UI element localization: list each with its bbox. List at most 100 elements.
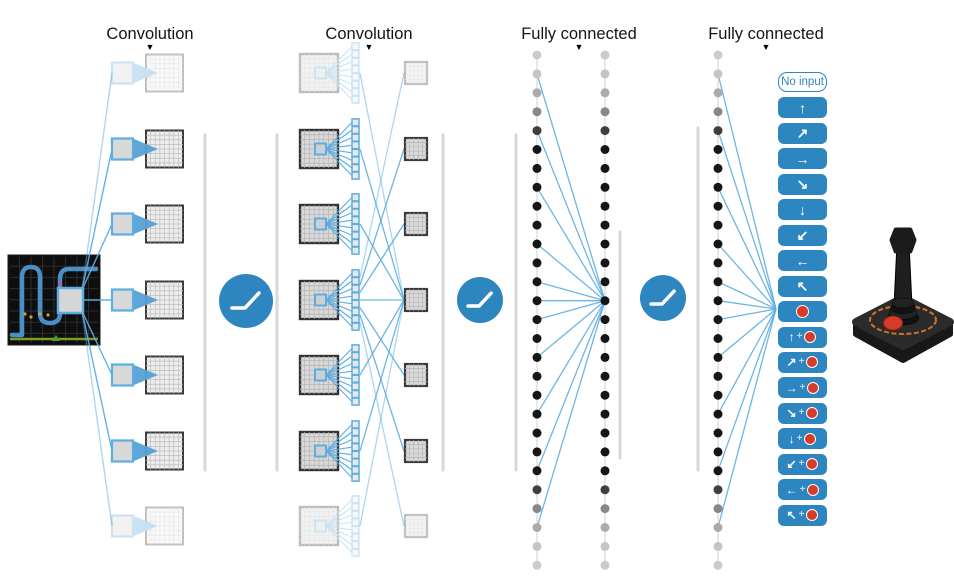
fc-connection-line [717,243,777,310]
fc-unit-dot [713,296,723,306]
fc-unit-dot [600,296,610,306]
receptive-field-patch [314,66,327,80]
conv-filter [351,359,360,368]
conv-filter [351,389,360,399]
fc-unit-dot [532,258,542,268]
fc-dots-column [532,50,542,570]
conv-filter [351,299,360,309]
action-button-up-right[interactable]: ↗ [778,122,827,144]
conv-filter [351,517,360,527]
action-button-no-input[interactable]: No input [778,72,827,92]
down-arrow-icon: ▼ [145,42,155,52]
conv-filter [110,439,135,463]
conv-filter [351,64,360,74]
action-button-left-fire[interactable]: ←+ [778,479,827,501]
filter-beam [134,365,158,385]
conv-filter [110,212,135,236]
action-button-down-fire[interactable]: ↓+ [778,428,827,450]
fc-unit-dot [713,315,723,325]
fc-connection-line [536,300,606,358]
patch-to-filter-line [81,310,113,376]
fc-unit-dot [600,277,610,287]
fc-unit-dot [600,145,610,154]
conv-filter [351,322,360,331]
direction-arrow-icon: ↖ [796,278,809,295]
filter-beam [134,214,158,234]
action-button-up-right-fire[interactable]: ↗+ [778,351,827,373]
conv-filter [351,193,360,202]
conv2-connection-line [359,299,405,376]
conv-filter [351,269,360,278]
action-button-fire[interactable] [778,301,827,323]
fc-unit-dot [713,50,723,60]
action-button-down-left-fire[interactable]: ↙+ [778,453,827,475]
receptive-field-patch [314,217,327,231]
plus-icon: + [796,331,803,342]
fc-connection-line [536,73,606,301]
fc-unit-dot [600,201,610,211]
fc-unit-dot [532,447,542,457]
action-button-right[interactable]: → [778,148,827,170]
direction-arrow-icon: ↑ [788,330,795,344]
action-button-up-left[interactable]: ↖ [778,275,827,297]
fc-unit-dot [532,239,542,249]
conv2-feature-row [298,344,360,406]
conv-filter [351,382,360,391]
conv2-connection-line [359,148,405,286]
action-button-down-left[interactable]: ↙ [778,224,827,246]
receptive-field-patch [314,519,327,533]
fc-unit-dot [532,428,542,438]
conv2-output-map [403,513,429,539]
conv2-feature-row [298,193,360,255]
conv2-output-map [403,60,429,86]
fc-unit-dot [532,334,542,343]
conv2-connection-line [359,72,405,278]
receptive-field-patch [314,293,327,307]
plus-icon: + [798,407,805,419]
fc-unit-dot [713,409,723,419]
fc-unit-dot [532,466,542,476]
conv-filter [351,118,360,127]
fire-dot-icon [806,407,819,420]
conv-filter [351,95,360,104]
conv-filter [110,137,135,161]
action-button-up-left-fire[interactable]: ↖+ [778,504,827,526]
action-button-up[interactable]: ↑ [778,97,827,119]
filter-beam [134,516,158,536]
fc-unit-dot [532,145,542,154]
plus-icon: + [799,381,806,393]
receptive-field-patch [314,368,327,382]
fc-unit-dot [600,523,610,532]
conv-filter [351,450,360,460]
direction-arrow-icon: ↑ [799,99,806,116]
direction-arrow-icon: ↘ [796,176,809,193]
fc-unit-dot [600,315,610,325]
layer-label-fully-connected-2: Fully connected [708,25,824,43]
joystick-fire-button [883,315,903,331]
fc-unit-dot [713,352,723,362]
conv-filter [110,288,135,312]
conv-filter [351,42,360,51]
fc-connection-line [717,130,777,310]
fc-unit-dot [600,69,610,79]
direction-arrow-icon: ↓ [799,201,806,218]
filter-beam [134,290,158,310]
conv2-output-map [403,362,429,388]
fc-connection-line [717,187,777,310]
action-button-right-fire[interactable]: →+ [778,377,827,399]
plus-icon: + [796,432,803,444]
layer-label-convolution-1: Convolution [106,25,194,43]
fc-unit-dot [600,258,610,268]
conv-filter [351,510,360,519]
conv-filter [351,525,360,535]
action-button-left[interactable]: ← [778,250,827,272]
action-button-up-fire[interactable]: ↑+ [778,326,827,348]
fc-dots-column [600,50,610,570]
fc-unit-dot [532,541,542,551]
fc-unit-dot [532,504,542,514]
action-button-down-right-fire[interactable]: ↘+ [778,402,827,424]
action-button-down[interactable]: ↓ [778,199,827,221]
action-button-down-right[interactable]: ↘ [778,173,827,195]
